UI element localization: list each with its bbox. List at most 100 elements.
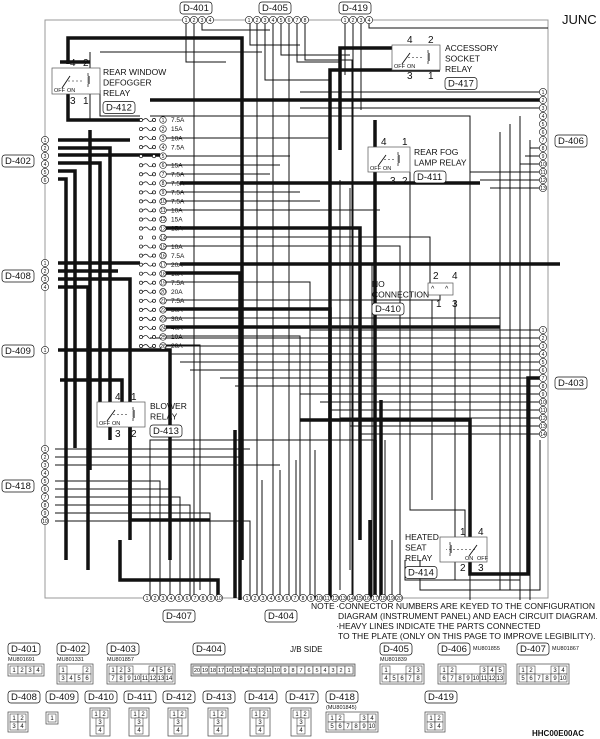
connector-id: D-410 xyxy=(88,692,114,703)
relay-pin-number: 2 xyxy=(433,271,439,282)
pin-d-402-number: 4 xyxy=(44,162,47,168)
fuse-element-icon xyxy=(142,317,154,321)
pin-d-402-number: 5 xyxy=(44,170,47,176)
pin-d-404 xyxy=(331,594,339,602)
pin-d-404-number: 1 xyxy=(246,596,249,602)
connector-id: D-409 xyxy=(49,692,75,703)
relay-id-tag xyxy=(444,77,478,90)
pin-d-403-number: 5 xyxy=(542,360,545,366)
connector-cavity xyxy=(47,713,57,723)
connector-d-406-tag xyxy=(554,134,588,148)
fuse-terminal xyxy=(152,244,156,249)
pin-d-406 xyxy=(539,112,547,120)
cavity-number: 13 xyxy=(158,676,165,682)
pin-d-402 xyxy=(41,136,49,144)
fuse-number-badge xyxy=(159,170,167,178)
fuse-number-badge xyxy=(159,143,167,151)
fuse-terminal xyxy=(152,163,156,168)
svg-text:^: ^ xyxy=(445,286,449,293)
fuse-rating: 15A xyxy=(171,162,183,169)
connector-cavity xyxy=(296,725,306,735)
wire xyxy=(296,20,340,63)
fuse-rating: 40A xyxy=(171,325,183,332)
relay-pin-number: 1 xyxy=(83,96,89,107)
connector-id: D-405 xyxy=(383,644,409,655)
cavity-number: 4 xyxy=(258,728,262,734)
pin-d-406 xyxy=(539,152,547,160)
fuse-terminal xyxy=(139,181,143,186)
cavity-number: 3 xyxy=(362,716,366,722)
pin-d-409 xyxy=(41,346,49,354)
heavy-wire xyxy=(118,540,220,598)
connector-cavity xyxy=(367,721,377,731)
heavy-wire xyxy=(58,161,102,420)
fuse-terminal xyxy=(139,163,143,168)
cavity-number: 1 xyxy=(442,668,446,674)
connector-id: D-406 xyxy=(441,644,467,655)
cavity-number: 10 xyxy=(369,724,376,730)
connector-id-tag xyxy=(123,690,157,704)
cavity-number: 1 xyxy=(12,668,16,674)
pin-d-404 xyxy=(299,594,307,602)
relay-name: RELAY xyxy=(405,553,433,563)
pin-d-418-number: 7 xyxy=(44,495,47,501)
cavity-number: 8 xyxy=(119,676,123,682)
pin-d-419-number: 4 xyxy=(368,18,371,24)
relay-pin-number: 3 xyxy=(407,71,413,82)
cavity-number: 1 xyxy=(254,712,258,718)
relay-id: D-411 xyxy=(417,172,442,183)
pin-d-405-number: 1 xyxy=(248,18,251,24)
cavity-number: 2 xyxy=(180,712,184,718)
pin-d-406-number: 1 xyxy=(542,90,545,96)
pin-d-405-number: 7 xyxy=(296,18,299,24)
pin-d-418 xyxy=(41,493,49,501)
switch-contact-icon xyxy=(61,75,71,89)
cavity-number: 2 xyxy=(220,712,224,718)
cavity-number: 5 xyxy=(521,676,525,682)
heavy-wire xyxy=(58,169,77,448)
fuse-element-icon xyxy=(142,335,154,339)
cavity-number: 4 xyxy=(176,728,180,734)
relay-id-tag xyxy=(371,302,405,316)
cavity-number: 2 xyxy=(338,716,342,722)
cavity-number: 8 xyxy=(545,676,549,682)
connector-id: D-418 xyxy=(329,692,355,703)
pin-d-403 xyxy=(539,422,547,430)
pin-d-407-number: 6 xyxy=(186,596,189,602)
relay-pin-number: 4 xyxy=(452,271,458,282)
wire xyxy=(166,281,311,600)
fuse-rating: 7.5A xyxy=(171,280,185,287)
pin-d-406-number: 12 xyxy=(540,178,546,184)
fuse-number: 13 xyxy=(160,226,166,232)
fuse-terminal xyxy=(139,244,143,249)
cavity-number: 14 xyxy=(166,676,173,682)
pin-d-404-number: 2 xyxy=(254,596,257,602)
cavity-number: 6 xyxy=(307,668,310,674)
fuse-terminal xyxy=(139,118,143,122)
pin-d-402 xyxy=(41,160,49,168)
pin-d-408 xyxy=(41,283,49,291)
pin-d-403 xyxy=(539,398,547,406)
cavity-number: 2 xyxy=(20,668,24,674)
heavy-wire xyxy=(60,378,124,402)
fuse-rating: 15A xyxy=(171,217,183,224)
pin-d-408 xyxy=(41,267,49,275)
pin-d-402 xyxy=(41,176,49,184)
fuse-element-icon xyxy=(142,280,154,285)
pin-d-407-number: 7 xyxy=(194,596,197,602)
pin-d-405-number: 8 xyxy=(304,18,307,24)
cavity-number: 17 xyxy=(218,668,224,674)
part-number: MU801857 xyxy=(107,657,134,663)
pin-d-418-number: 6 xyxy=(44,487,47,493)
pin-d-407 xyxy=(183,594,191,602)
fuse-rating: 20A xyxy=(171,289,183,296)
